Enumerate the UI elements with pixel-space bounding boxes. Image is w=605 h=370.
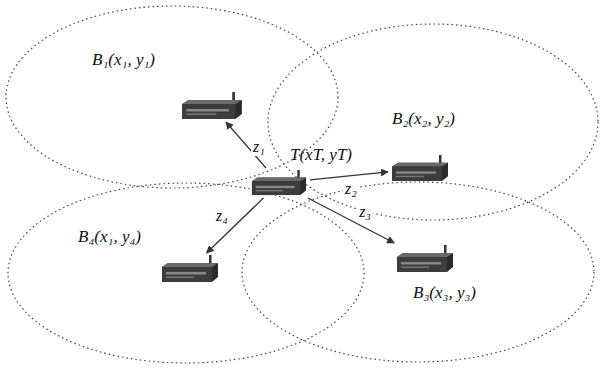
- distance-arrow: [310, 172, 388, 180]
- distance-arrow: [207, 198, 264, 253]
- router-icon: [180, 92, 244, 120]
- device-label: B₁(x₁, y₁): [92, 50, 155, 70]
- coverage-circle: [268, 24, 598, 220]
- coverage-circle: [8, 183, 364, 363]
- device-label: B₄(x₁, y₄): [78, 227, 141, 247]
- router-icon: [390, 155, 450, 182]
- device-node: B₄(x₁, y₄): [160, 255, 220, 283]
- distance-label: z₄: [214, 207, 230, 225]
- device-node: B₃(x₃, y₃): [395, 245, 455, 273]
- coverage-circle: [242, 182, 594, 362]
- distance-label: z₁: [251, 138, 267, 156]
- distance-arrow: [226, 122, 266, 168]
- device-node: T(xT, yT): [250, 170, 308, 196]
- distance-label: z₂: [343, 180, 359, 198]
- distance-label: z₃: [357, 203, 373, 221]
- router-icon: [395, 245, 455, 273]
- router-icon: [250, 170, 308, 196]
- device-label: B₃(x₃, y₃): [413, 283, 476, 303]
- device-node: B₂(x₂, y₂): [390, 155, 450, 182]
- device-node: B₁(x₁, y₁): [180, 92, 244, 120]
- router-icon: [160, 255, 220, 283]
- device-label: B₂(x₂, y₂): [392, 109, 455, 129]
- distance-arrow: [308, 198, 394, 243]
- coverage-circle: [6, 6, 338, 188]
- device-label: T(xT, yT): [290, 145, 352, 165]
